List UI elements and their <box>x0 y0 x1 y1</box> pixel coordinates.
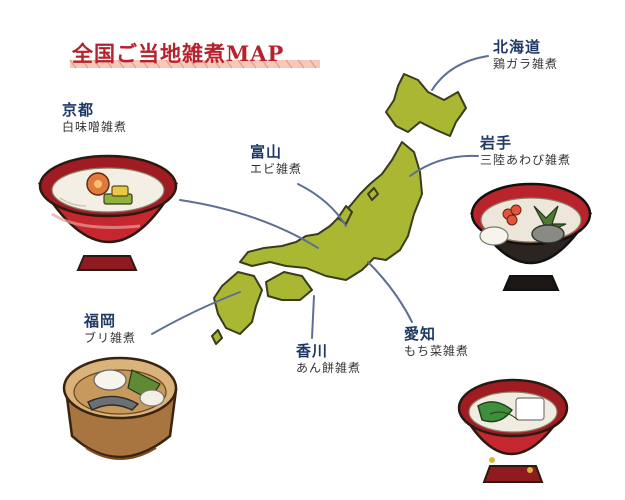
sado-island <box>367 187 379 201</box>
dish-name: もち菜雑煮 <box>404 343 470 358</box>
shikoku-island <box>265 271 313 301</box>
leader-aichi <box>367 261 413 323</box>
leader-kagawa <box>311 295 315 339</box>
dish-name: エビ雑煮 <box>250 161 303 176</box>
prefecture-name: 京都 <box>62 101 95 119</box>
leader-fukuoka <box>151 291 241 335</box>
leader-toyama <box>297 183 347 227</box>
prefecture-name: 香川 <box>296 342 329 360</box>
label-kyoto: 京都 白味噌雑煮 <box>62 101 127 135</box>
label-toyama: 富山 エビ雑煮 <box>250 143 302 177</box>
leader-kyoto <box>179 199 319 249</box>
prefecture-name: 愛知 <box>404 325 437 343</box>
leader-iwate <box>409 154 479 177</box>
dish-name: ブリ雑煮 <box>84 330 137 345</box>
prefecture-name: 北海道 <box>493 38 542 56</box>
label-kagawa: 香川 あん餅雑煮 <box>296 342 361 376</box>
leader-lines <box>151 55 489 339</box>
title-underline <box>69 59 320 69</box>
page-title: 全国ご当地雑煮MAP <box>72 41 285 66</box>
dish-name: 三陸あわび雑煮 <box>480 152 572 167</box>
dish-name: 鶏ガラ雑煮 <box>493 56 559 71</box>
dish-name: あん餅雑煮 <box>296 360 362 375</box>
kyushu-island <box>213 271 263 335</box>
prefecture-name: 富山 <box>250 143 283 161</box>
prefecture-name: 岩手 <box>480 134 513 152</box>
hokkaido-island <box>385 73 467 137</box>
label-iwate: 岩手 三陸あわび雑煮 <box>480 134 571 168</box>
kyoto-bowl <box>37 154 179 271</box>
label-fukuoka: 福岡 ブリ雑煮 <box>84 312 136 346</box>
label-hokkaido: 北海道 鶏ガラ雑煮 <box>493 38 558 72</box>
japan-map <box>211 73 467 345</box>
dish-name: 白味噌雑煮 <box>62 119 128 134</box>
iwate-bowl <box>469 182 593 291</box>
goto-island <box>211 329 223 345</box>
leader-hokkaido <box>431 55 489 91</box>
label-aichi: 愛知 もち菜雑煮 <box>404 325 469 359</box>
prefecture-name: 福岡 <box>84 312 117 330</box>
fukuoka-bowl <box>62 356 178 460</box>
honshu-island <box>239 141 423 281</box>
aichi-bowl <box>457 378 569 483</box>
